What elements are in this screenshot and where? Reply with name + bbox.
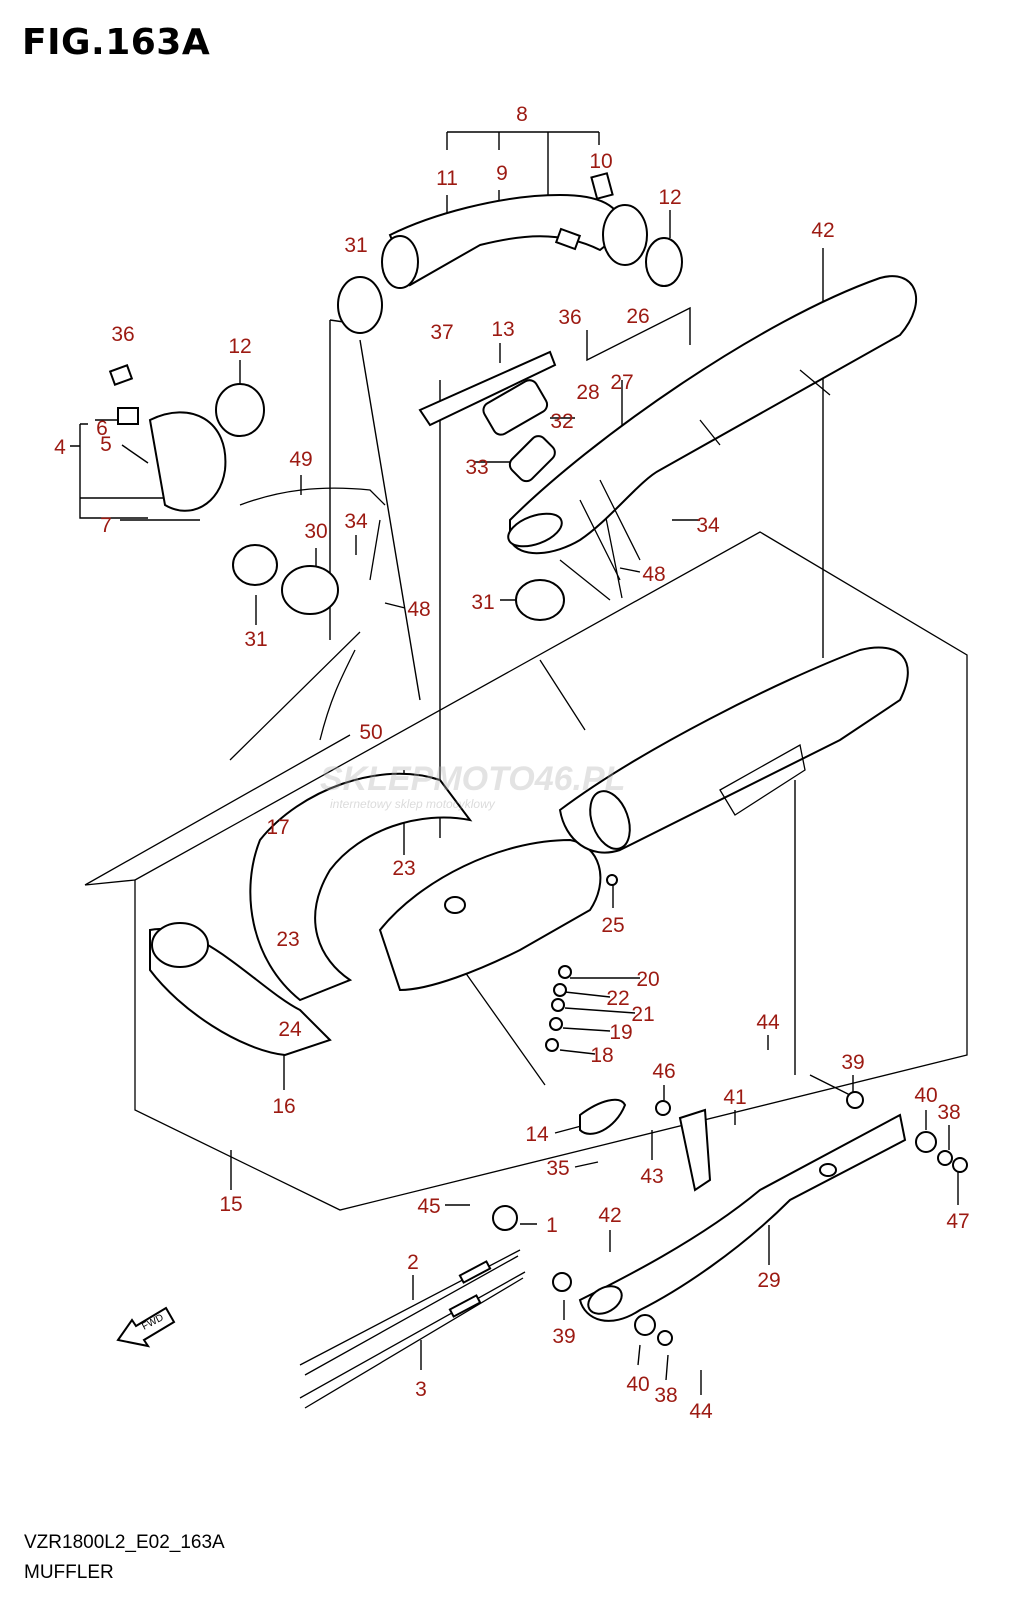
callout-c43: 43 — [640, 1165, 663, 1188]
callout-c15: 15 — [219, 1193, 242, 1216]
callout-c46: 46 — [652, 1060, 675, 1083]
callout-c38b: 38 — [654, 1384, 677, 1407]
callout-c31a: 31 — [344, 234, 367, 257]
assembly-frame-lines — [84, 487, 968, 1211]
callout-c40a: 40 — [914, 1084, 937, 1107]
callout-c5: 5 — [100, 433, 112, 456]
callout-c45: 45 — [417, 1195, 440, 1218]
callout-c24: 24 — [278, 1018, 302, 1041]
callout-c48a: 48 — [642, 563, 665, 586]
callout-c44a: 44 — [756, 1011, 780, 1034]
callout-c20: 20 — [636, 968, 659, 991]
callout-c14: 14 — [525, 1123, 549, 1146]
muffler-bracket-29 — [552, 1091, 968, 1346]
callout-c38a: 38 — [937, 1101, 960, 1124]
callout-c7: 7 — [100, 514, 112, 537]
callout-c26: 26 — [626, 305, 649, 328]
callout-c32: 32 — [550, 410, 573, 433]
callout-c1: 1 — [546, 1214, 558, 1237]
callout-c13: 13 — [491, 318, 514, 341]
callout-c23b: 23 — [276, 928, 299, 951]
front-exhaust-pipe — [337, 172, 683, 334]
watermark-tagline: internetowy sklep motocyklowy — [330, 797, 496, 811]
callout-c47: 47 — [946, 1210, 969, 1233]
callout-c31c: 31 — [244, 628, 267, 651]
small-hardware — [492, 874, 671, 1231]
callout-c37: 37 — [430, 321, 453, 344]
callout-c36a: 36 — [558, 306, 581, 329]
callout-c34a: 34 — [344, 510, 368, 533]
callout-c31b: 31 — [471, 591, 494, 614]
callout-c9: 9 — [496, 162, 508, 185]
callout-c48b: 48 — [407, 598, 430, 621]
callout-c39b: 39 — [552, 1325, 575, 1348]
diagram-code: VZR1800L2_E02_163A — [24, 1532, 225, 1553]
callout-c41: 41 — [723, 1086, 746, 1109]
callout-c29: 29 — [757, 1269, 780, 1292]
callout-c19: 19 — [609, 1021, 632, 1044]
callout-c11: 11 — [436, 167, 458, 190]
callout-c30: 30 — [304, 520, 327, 543]
callout-c25: 25 — [601, 914, 624, 937]
callout-c50: 50 — [359, 721, 382, 744]
diagram-subtitle: MUFFLER — [24, 1562, 114, 1583]
heat-shield-gaskets — [418, 350, 565, 621]
control-cables — [299, 1249, 526, 1409]
callout-c28: 28 — [576, 381, 599, 404]
callout-c33: 33 — [465, 456, 488, 479]
watermark: SKLEPMOTO46.PL internetowy sklep motocyk… — [320, 760, 625, 811]
callout-c2: 2 — [407, 1251, 419, 1274]
watermark-brand: SKLEPMOTO46.PL — [320, 760, 625, 798]
callout-c36b: 36 — [111, 323, 134, 346]
exhaust-clamp-parts-left — [108, 364, 386, 741]
callout-c40b: 40 — [626, 1373, 649, 1396]
callout-c39a: 39 — [841, 1051, 864, 1074]
callout-c16: 16 — [272, 1095, 295, 1118]
callout-c10: 10 — [589, 150, 612, 173]
callout-c27: 27 — [610, 371, 633, 394]
callout-c49: 49 — [289, 448, 312, 471]
callout-c42a: 42 — [811, 219, 834, 242]
callout-c4: 4 — [54, 436, 66, 459]
fwd-arrow: FWD — [116, 1306, 176, 1348]
callout-c35: 35 — [546, 1157, 569, 1180]
callout-c8: 8 — [516, 103, 528, 126]
callout-c17: 17 — [266, 816, 289, 839]
rear-muffler-upper — [507, 275, 918, 581]
callout-c3: 3 — [415, 1378, 427, 1401]
callout-c12b: 12 — [228, 335, 251, 358]
callout-c21: 21 — [631, 1003, 654, 1026]
callout-c18: 18 — [590, 1044, 613, 1067]
callout-c22: 22 — [606, 987, 629, 1010]
callout-c44b: 44 — [689, 1400, 713, 1423]
lower-exhaust-system — [149, 646, 909, 1057]
callout-c23a: 23 — [392, 857, 415, 880]
callout-c42b: 42 — [598, 1204, 621, 1227]
figure-title: FIG.163A — [22, 22, 211, 63]
callout-c6: 6 — [96, 417, 108, 440]
callout-c34b: 34 — [696, 514, 720, 537]
callout-c12a: 12 — [658, 186, 681, 209]
